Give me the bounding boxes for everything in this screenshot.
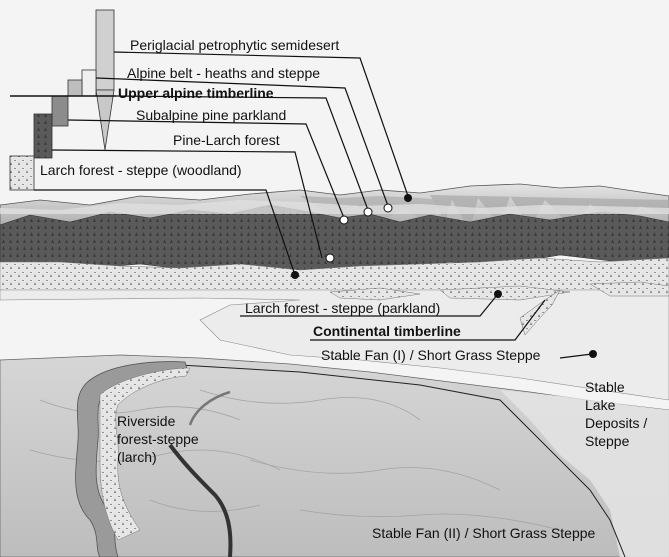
label-alpine-belt: Alpine belt - heaths and steppe: [127, 65, 320, 81]
larch-parkland-patch-2: [439, 285, 571, 301]
label-larch-woodland: Larch forest - steppe (woodland): [40, 162, 242, 178]
mountain-snow-streaks: [430, 195, 669, 230]
river-branch: [168, 443, 233, 557]
river-branch-secondary: [188, 390, 231, 426]
label-stable-fan-one: Stable Fan (I) / Short Grass Steppe: [321, 347, 541, 363]
marker-pine-larch: [325, 253, 335, 263]
label-stable-lake-line4: Steppe: [585, 433, 630, 449]
alpine-belt-bar: [81, 69, 97, 97]
label-periglacial: Periglacial petrophytic semidesert: [130, 37, 339, 53]
label-stable-lake-line1: Stable: [585, 379, 625, 395]
alpine-shrub-line: [0, 200, 669, 214]
leader-lines: [34, 51, 593, 359]
subalpine-bar: [51, 95, 69, 127]
label-stable-fan-two: Stable Fan (II) / Short Grass Steppe: [372, 525, 596, 541]
heath-bar: [67, 79, 83, 97]
label-subalpine: Subalpine pine parkland: [136, 107, 286, 123]
larch-parkland-patch-3: [589, 281, 669, 297]
stable-fan-one: [0, 289, 669, 401]
marker-upper-timberline: [363, 207, 373, 217]
zone-markers: [291, 194, 597, 358]
label-continental-timberline: Continental timberline: [313, 323, 461, 339]
zonation-bar-graphic: [9, 9, 116, 191]
stable-lake-deposits: [500, 390, 669, 557]
label-riverside-line3: (larch): [117, 449, 157, 465]
larch-woodland-bar: [9, 155, 35, 191]
marker-subalpine: [339, 215, 349, 225]
marker-larch-parkland: [494, 290, 502, 298]
marker-alpine-belt: [383, 203, 393, 213]
label-pine-larch: Pine-Larch forest: [173, 132, 280, 148]
label-riverside-line1: Riverside: [117, 413, 176, 429]
label-upper-alpine-timberline: Upper alpine timberline: [118, 85, 274, 101]
label-stable-lake-line2: Lake: [585, 397, 616, 413]
label-riverside-line2: forest-steppe: [117, 431, 199, 447]
larch-parkland-patch-1: [329, 287, 421, 301]
marker-larch-woodland: [291, 271, 299, 279]
marker-periglacial: [404, 194, 412, 202]
riverside-forest-steppe: [99, 367, 191, 541]
fan-two-boundary: [179, 364, 626, 557]
drainage-lines: [29, 389, 561, 531]
label-stable-lake-line3: Deposits /: [585, 415, 647, 431]
label-larch-parkland: Larch forest - steppe (parkland): [245, 300, 440, 316]
pine-larch-bar: [33, 113, 53, 159]
marker-stable-fan-one: [589, 350, 597, 358]
stable-fan-two-plain: [0, 354, 669, 557]
